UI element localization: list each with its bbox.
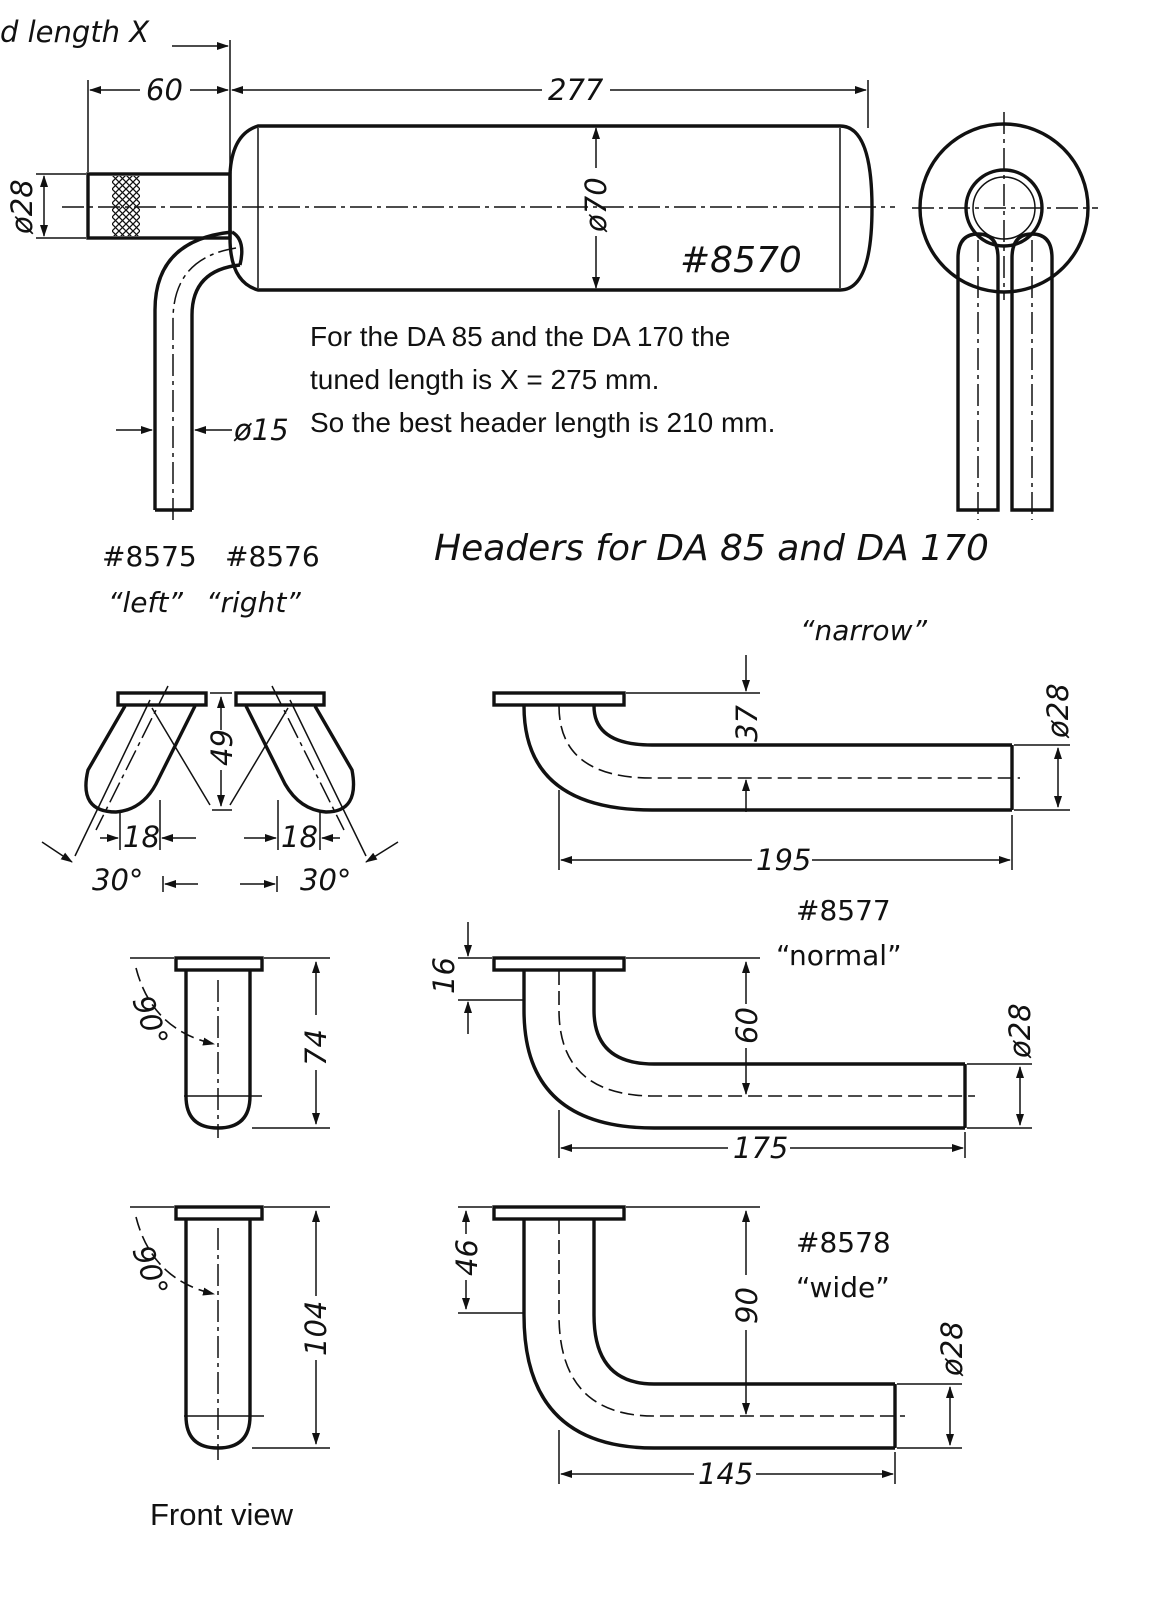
- note-line-1: For the DA 85 and the DA 170 the: [310, 321, 730, 352]
- muffler-part-number: #8570: [680, 240, 802, 281]
- muffler-end-view: [912, 112, 1098, 520]
- wide-front-height: 104: [299, 1301, 333, 1356]
- left-part-number: #8575: [102, 540, 197, 573]
- dim-side-height: 49: [205, 729, 239, 766]
- narrow-dim-dia: ø28: [1041, 683, 1075, 739]
- front-view-normal: 90° 74: [125, 956, 333, 1138]
- left-name: “left”: [108, 586, 183, 619]
- wide-dim-length: 145: [698, 1457, 753, 1491]
- front-view-wide: 90° 104: [125, 1205, 333, 1460]
- dim-offset-left: 18: [123, 820, 160, 854]
- angle-left: 30°: [92, 863, 143, 897]
- dim-inlet-dia: ø28: [5, 179, 39, 235]
- narrow-dim-drop: 37: [730, 705, 764, 742]
- normal-name: “normal”: [776, 939, 902, 972]
- muffler-side-view: d length X 60 277 ø28 ø70 #8570 ø15: [0, 15, 895, 520]
- narrow-dim-length: 195: [756, 843, 811, 877]
- wide-dim-drop: 90: [730, 1287, 764, 1324]
- side-headers-pair: #8575 #8576 “left” “right” 49 18 18: [41, 540, 399, 897]
- dim-body-dia: ø70: [579, 177, 613, 233]
- dim-outlet-dia: ø15: [233, 413, 289, 447]
- dim-offset-right: 18: [281, 820, 318, 854]
- normal-dim-length: 175: [733, 1131, 788, 1165]
- note-line-3: So the best header length is 210 mm.: [310, 407, 775, 438]
- dim-body-length: 277: [548, 73, 604, 107]
- header-normal: #8577 “normal” 16 60 ø28 175: [125, 894, 1037, 1165]
- right-name: “right”: [206, 586, 301, 619]
- wide-name: “wide”: [796, 1271, 890, 1304]
- wide-dim-flange: 46: [450, 1239, 484, 1276]
- front-view-label: Front view: [150, 1497, 294, 1532]
- wide-front-angle: 90°: [125, 1241, 175, 1301]
- normal-dim-drop: 60: [730, 1007, 764, 1044]
- tuning-note: For the DA 85 and the DA 170 the tuned l…: [310, 321, 775, 438]
- dim-inlet-length: 60: [146, 73, 183, 107]
- normal-front-height: 74: [299, 1029, 333, 1066]
- normal-front-angle: 90°: [125, 991, 175, 1051]
- narrow-name: “narrow”: [800, 614, 927, 647]
- wide-dim-dia: ø28: [935, 1321, 969, 1377]
- header-narrow: “narrow” ø28 37 195: [492, 614, 1075, 877]
- header-wide: #8578 “wide” 46 90 ø28 145: [125, 1205, 969, 1491]
- headers-title: Headers for DA 85 and DA 170: [434, 528, 989, 569]
- normal-dim-dia: ø28: [1003, 1003, 1037, 1059]
- note-line-2: tuned length is X = 275 mm.: [310, 364, 659, 395]
- right-part-number: #8576: [225, 540, 320, 573]
- tuned-length-label: d length X: [0, 15, 150, 49]
- normal-part-number: #8577: [796, 894, 891, 927]
- angle-right: 30°: [300, 863, 351, 897]
- normal-dim-flange: 16: [427, 957, 461, 994]
- wide-part-number: #8578: [796, 1226, 891, 1259]
